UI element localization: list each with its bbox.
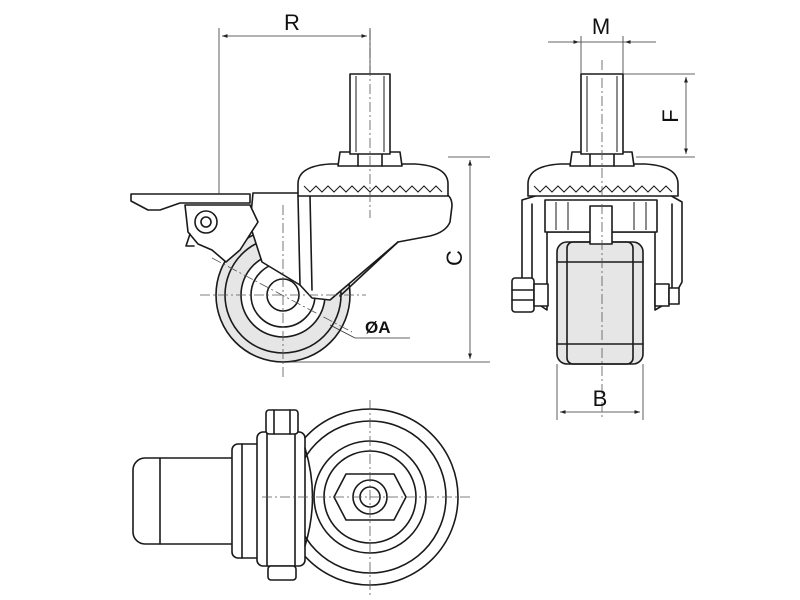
dimension-r: R [218,10,371,194]
dimension-b-label: B [593,386,608,411]
dimension-a: ØA [329,318,410,339]
dimension-c: C [290,156,490,363]
dimension-b: B [556,364,644,420]
dimension-c-label: C [442,250,467,266]
dimension-m: M [548,14,656,74]
dimension-r-label: R [284,10,300,35]
dimension-f-label: F [658,109,683,122]
dimension-f: F [623,73,695,158]
front-view [511,60,683,420]
front-view-wheel [556,241,644,365]
side-view [130,30,453,380]
top-view [132,400,472,598]
side-view-brake-pivot [194,210,218,234]
side-view-brake-pedal [130,193,251,211]
dimension-m-label: M [592,14,610,39]
dimension-a-label: ØA [365,318,391,337]
top-view-axle-bolt [256,431,306,567]
front-view-axle-nut [511,277,535,313]
